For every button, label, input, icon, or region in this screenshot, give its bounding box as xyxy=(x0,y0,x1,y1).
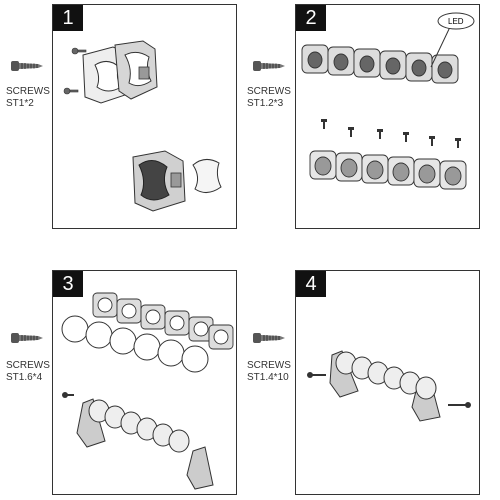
step-3-illustration xyxy=(61,292,234,490)
step-3-panel: 3 xyxy=(52,270,237,495)
screw-label: SCREWS xyxy=(247,86,291,97)
step-number: 4 xyxy=(296,271,326,297)
led-callout: LED xyxy=(448,17,464,26)
step-number: 1 xyxy=(53,5,83,31)
screw-size: ST1.4*10 xyxy=(247,372,289,383)
step-number: 3 xyxy=(53,271,83,297)
screw-label: SCREWS xyxy=(247,360,291,371)
step-4-panel: 4 xyxy=(295,270,480,495)
screw-size: ST1.6*4 xyxy=(6,372,43,383)
screw-size: ST1.2*3 xyxy=(247,98,284,109)
step-2-illustration: LED xyxy=(301,12,475,190)
step-2-panel: 2 LED xyxy=(295,4,480,229)
step-1-panel: 1 xyxy=(52,4,237,229)
screw-label: SCREWS xyxy=(6,360,50,371)
screw-size: ST1*2 xyxy=(6,98,34,109)
step-number: 2 xyxy=(296,5,326,31)
step-4-illustration xyxy=(307,350,471,422)
step-1-illustration xyxy=(63,40,222,212)
screw-label: SCREWS xyxy=(6,86,50,97)
